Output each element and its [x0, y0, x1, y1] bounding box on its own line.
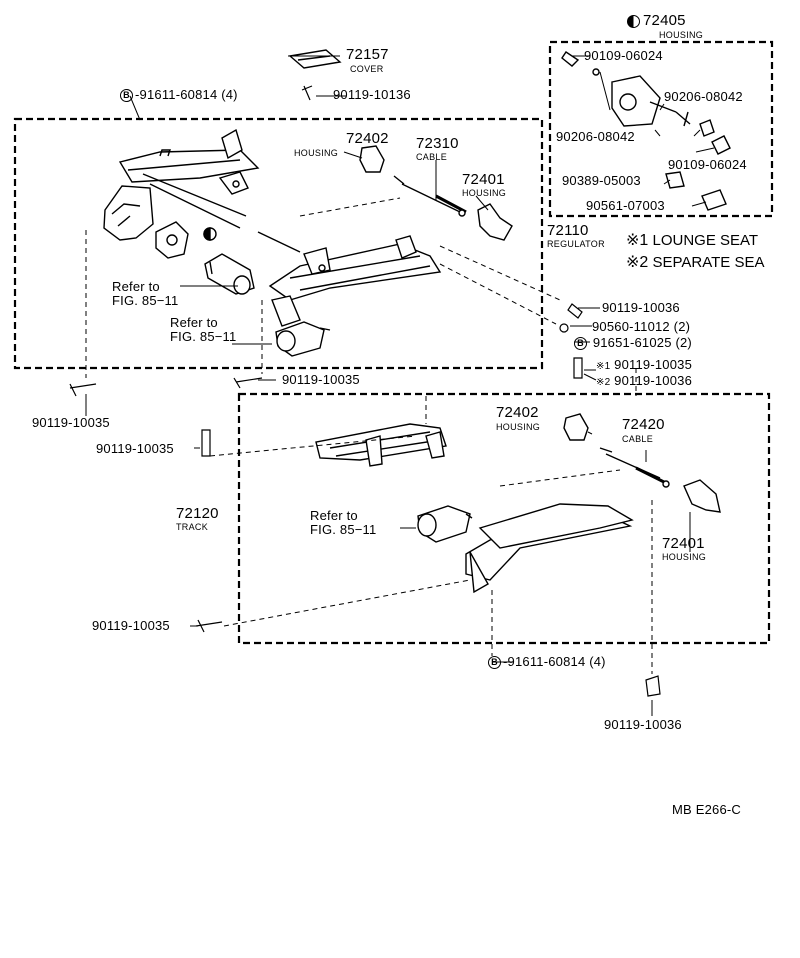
fastener-90561-07003: 90561-07003: [586, 198, 665, 213]
b-marker-icon: B: [488, 656, 501, 670]
fastener-90119-10035-d: 90119-10035: [92, 618, 170, 633]
part-72120-name: TRACK: [176, 522, 209, 532]
part-72157-number: 72157: [346, 46, 389, 63]
fastener-90109-06024-a: 90109-06024: [584, 48, 663, 63]
diagram-code: MB E266-C: [672, 802, 741, 817]
part-72402-top-name: HOUSING: [294, 148, 339, 158]
fastener-90119-10035-b: 90119-10035: [32, 415, 110, 430]
legend-lounge-seat: ※1 LOUNGE SEAT: [626, 232, 759, 249]
part-72157-name: COVER: [350, 64, 384, 74]
fastener-90119-10036-s2: ※2 90119-10036: [596, 373, 693, 389]
housing-72401-top: [477, 203, 513, 241]
legend-separate-seat: ※2 SEPARATE SEA: [626, 254, 765, 271]
part-72401-top-number: 72401: [462, 171, 505, 188]
cable-72310: [393, 175, 467, 217]
fastener-90119-10136: 90119-10136: [333, 87, 411, 102]
bolts: [69, 85, 661, 697]
fastener-91611-60814-top: B-91611-60814 (4): [120, 88, 238, 103]
fastener-90109-06024-b: 90109-06024: [668, 157, 747, 172]
part-72310-number: 72310: [416, 135, 459, 152]
part-72110-name: REGULATOR: [547, 239, 605, 249]
fastener-90560-11012: 90560-11012 (2): [592, 319, 691, 334]
cover-72157: [288, 49, 342, 69]
housing-72405-inset: [561, 51, 731, 211]
regulator-group-box: [13, 117, 544, 370]
half-circle-icon: [627, 14, 640, 28]
part-72420-name: CABLE: [622, 434, 654, 444]
part-72402-bot-name: HOUSING: [496, 422, 541, 432]
part-72310-name: CABLE: [416, 152, 448, 162]
part-72110-number: 72110: [547, 222, 589, 239]
housing-inset-box: [548, 40, 774, 218]
fastener-90119-10036-a: 90119-10036: [602, 300, 680, 315]
b-marker-icon: B: [120, 89, 133, 103]
part-72402-top-number: 72402: [346, 130, 389, 147]
fastener-90119-10035-c: 90119-10035: [96, 441, 174, 456]
part-72402-bot-number: 72402: [496, 404, 539, 421]
part-72420-number: 72420: [622, 416, 665, 433]
fastener-91611-60814-bottom: B-91611-60814 (4): [488, 655, 606, 670]
fastener-90206-08042-a: 90206-08042: [664, 89, 743, 104]
fastener-90389-05003: 90389-05003: [562, 173, 641, 188]
part-72405-name: HOUSING: [659, 30, 704, 40]
regulator-assembly: [103, 128, 442, 357]
fastener-90119-10036-b: 90119-10036: [604, 717, 682, 732]
fastener-91651-61025: B 91651-61025 (2): [574, 336, 692, 351]
part-72401-top-name: HOUSING: [462, 188, 507, 198]
track-assembly: [315, 413, 721, 594]
part-72120-number: 72120: [176, 505, 219, 522]
track-group-box: [237, 392, 771, 645]
fastener-90206-08042-b: 90206-08042: [556, 129, 635, 144]
part-72405-number: 72405: [627, 13, 686, 29]
b-marker-icon: B: [574, 337, 587, 351]
fastener-90119-10035-a: 90119-10035: [282, 372, 360, 387]
part-72401-bot-number: 72401: [662, 535, 705, 552]
housing-72402-top: [359, 145, 385, 173]
fastener-90119-10035-s1: ※1 90119-10035: [596, 357, 693, 373]
part-72401-bot-name: HOUSING: [662, 552, 707, 562]
